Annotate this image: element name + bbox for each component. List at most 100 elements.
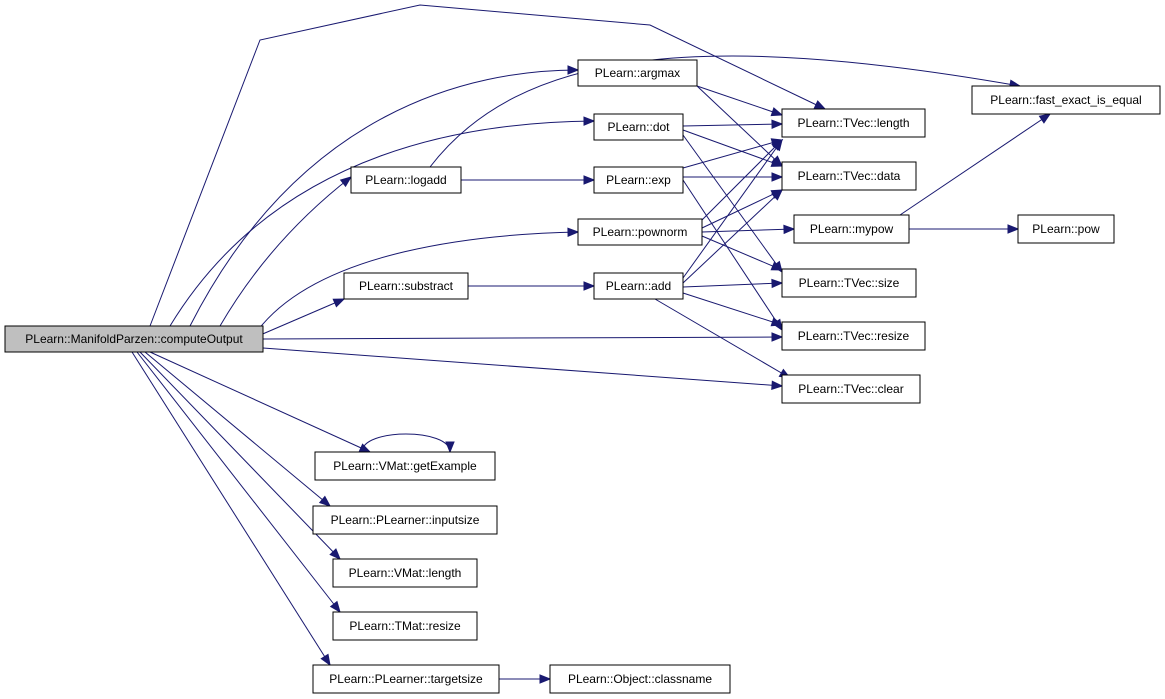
node-pow[interactable]: PLearn::pow bbox=[1017, 214, 1115, 244]
node-argmax[interactable]: PLearn::argmax bbox=[577, 59, 698, 87]
node-label: PLearn::mypow bbox=[810, 222, 894, 236]
node-dot[interactable]: PLearn::dot bbox=[593, 113, 684, 141]
node-box bbox=[332, 611, 478, 641]
node-label: PLearn::exp bbox=[606, 173, 671, 187]
node-box bbox=[781, 321, 926, 351]
node-label: PLearn::Object::classname bbox=[568, 672, 712, 686]
node-tvec-length[interactable]: PLearn::TVec::length bbox=[781, 108, 926, 138]
edge-exp-to-tvec_resize bbox=[682, 179, 783, 331]
edge-add-to-tvec_size bbox=[682, 282, 783, 288]
node-tvec-resize[interactable]: PLearn::TVec::resize bbox=[781, 321, 926, 351]
node-fast-exact-is-equal[interactable]: PLearn::fast_exact_is_equal bbox=[971, 85, 1161, 115]
node-add[interactable]: PLearn::add bbox=[593, 272, 684, 300]
node-label: PLearn::TVec::data bbox=[798, 169, 901, 183]
arrowhead-compute_output-to-tvec_resize bbox=[771, 332, 784, 342]
edge-compute_output-to-dot bbox=[169, 120, 595, 327]
arrowhead-add-to-tvec_resize bbox=[770, 317, 784, 327]
arrowhead-compute_output-to-tvec_length bbox=[813, 100, 827, 110]
node-box bbox=[343, 272, 469, 300]
node-label: PLearn::ManifoldParzen::computeOutput bbox=[25, 332, 243, 346]
edge-add-to-tvec_resize bbox=[682, 292, 783, 326]
node-vmat-length[interactable]: PLearn::VMat::length bbox=[332, 558, 478, 588]
node-substract[interactable]: PLearn::substract bbox=[343, 272, 469, 300]
node-label: PLearn::TMat::resize bbox=[349, 619, 461, 633]
node-vmat-getexample[interactable]: PLearn::VMat::getExample bbox=[314, 451, 496, 481]
node-label: PLearn::TVec::resize bbox=[798, 329, 910, 343]
node-tvec-clear[interactable]: PLearn::TVec::clear bbox=[781, 374, 921, 404]
node-box bbox=[312, 505, 498, 535]
edge-compute_output-to-pownorm bbox=[257, 231, 579, 331]
arrowhead-mypow-to-fast_exact_is_equal bbox=[1038, 113, 1052, 124]
node-box bbox=[577, 218, 703, 246]
arrowhead-dot-to-tvec_length bbox=[771, 119, 784, 129]
arrowhead-mypow-to-pow bbox=[1007, 224, 1020, 234]
arrowhead-argmax-to-tvec_length bbox=[770, 107, 784, 117]
node-box bbox=[793, 214, 910, 244]
edge-dot-to-tvec_size bbox=[682, 134, 783, 273]
node-box bbox=[314, 451, 496, 481]
arrowhead-compute_output-to-tvec_clear bbox=[771, 380, 784, 390]
arrowhead-dot-to-tvec_data bbox=[770, 157, 784, 167]
arrowhead-compute_output-to-pownorm bbox=[567, 227, 580, 237]
node-box bbox=[781, 268, 917, 298]
edge-pownorm-to-tvec_size bbox=[701, 235, 783, 271]
node-plearner-inputsize[interactable]: PLearn::PLearner::inputsize bbox=[312, 505, 498, 535]
node-compute-output[interactable]: PLearn::ManifoldParzen::computeOutput bbox=[4, 325, 264, 353]
node-box bbox=[593, 113, 684, 141]
node-logadd[interactable]: PLearn::logadd bbox=[350, 166, 462, 194]
node-label: PLearn::argmax bbox=[595, 66, 680, 80]
edge-add-to-tvec_length bbox=[682, 139, 783, 279]
node-label: PLearn::VMat::length bbox=[349, 566, 462, 580]
node-label: PLearn::add bbox=[606, 279, 671, 293]
node-label: PLearn::dot bbox=[607, 120, 670, 134]
edge-argmax-to-tvec_length bbox=[696, 85, 783, 116]
edge-pownorm-to-tvec_length bbox=[701, 139, 783, 221]
edge-compute_output-to-tmat_resize bbox=[136, 351, 341, 613]
node-box bbox=[4, 325, 264, 353]
arrowhead-compute_output-to-tmat_resize bbox=[329, 600, 341, 614]
nodes-layer: PLearn::ManifoldParzen::computeOutputPLe… bbox=[4, 59, 1161, 694]
edge-exp-to-tvec_length bbox=[682, 139, 783, 169]
node-label: PLearn::fast_exact_is_equal bbox=[990, 93, 1141, 107]
edge-vmat_getexample-to-vmat_getexample bbox=[361, 433, 451, 453]
arrowhead-add-to-tvec_length bbox=[772, 138, 783, 152]
arrowhead-add-to-tvec_data bbox=[771, 189, 783, 201]
node-exp[interactable]: PLearn::exp bbox=[593, 166, 684, 194]
node-box bbox=[971, 85, 1161, 115]
node-box bbox=[781, 161, 917, 191]
node-box bbox=[332, 558, 478, 588]
node-box bbox=[781, 374, 921, 404]
arrowhead-logadd-to-exp bbox=[583, 175, 596, 185]
edge-pownorm-to-mypow bbox=[701, 228, 795, 233]
node-box bbox=[593, 166, 684, 194]
node-tvec-data[interactable]: PLearn::TVec::data bbox=[781, 161, 917, 191]
node-plearner-targetsize[interactable]: PLearn::PLearner::targetsize bbox=[312, 664, 500, 694]
arrowhead-compute_output-to-vmat_length bbox=[329, 548, 341, 560]
edge-compute_output-to-logadd bbox=[219, 176, 352, 327]
node-label: PLearn::TVec::clear bbox=[798, 382, 903, 396]
node-tmat-resize[interactable]: PLearn::TMat::resize bbox=[332, 611, 478, 641]
arrowhead-pownorm-to-mypow bbox=[783, 224, 796, 235]
edge-compute_output-to-vmat_length bbox=[139, 351, 341, 560]
node-object-classname[interactable]: PLearn::Object::classname bbox=[549, 664, 731, 694]
node-box bbox=[312, 664, 500, 694]
node-box bbox=[781, 108, 926, 138]
node-label: PLearn::TVec::length bbox=[797, 116, 909, 130]
node-tvec-size[interactable]: PLearn::TVec::size bbox=[781, 268, 917, 298]
arrowhead-pownorm-to-tvec_size bbox=[770, 261, 784, 271]
node-label: PLearn::VMat::getExample bbox=[333, 459, 477, 473]
edge-add-to-tvec_data bbox=[682, 189, 783, 284]
edge-compute_output-to-argmax bbox=[189, 69, 579, 327]
node-pownorm[interactable]: PLearn::pownorm bbox=[577, 218, 703, 246]
node-label: PLearn::logadd bbox=[365, 173, 446, 187]
node-box bbox=[549, 664, 731, 694]
node-box bbox=[1017, 214, 1115, 244]
edge-compute_output-to-vmat_getexample bbox=[149, 351, 371, 453]
arrowhead-compute_output-to-plearner_targetsize bbox=[320, 653, 331, 667]
node-label: PLearn::substract bbox=[359, 279, 454, 293]
node-label: PLearn::pow bbox=[1032, 222, 1100, 236]
node-label: PLearn::pownorm bbox=[593, 225, 688, 239]
node-mypow[interactable]: PLearn::mypow bbox=[793, 214, 910, 244]
arrowhead-compute_output-to-plearner_inputsize bbox=[318, 495, 332, 507]
arrowhead-compute_output-to-dot bbox=[583, 116, 596, 126]
